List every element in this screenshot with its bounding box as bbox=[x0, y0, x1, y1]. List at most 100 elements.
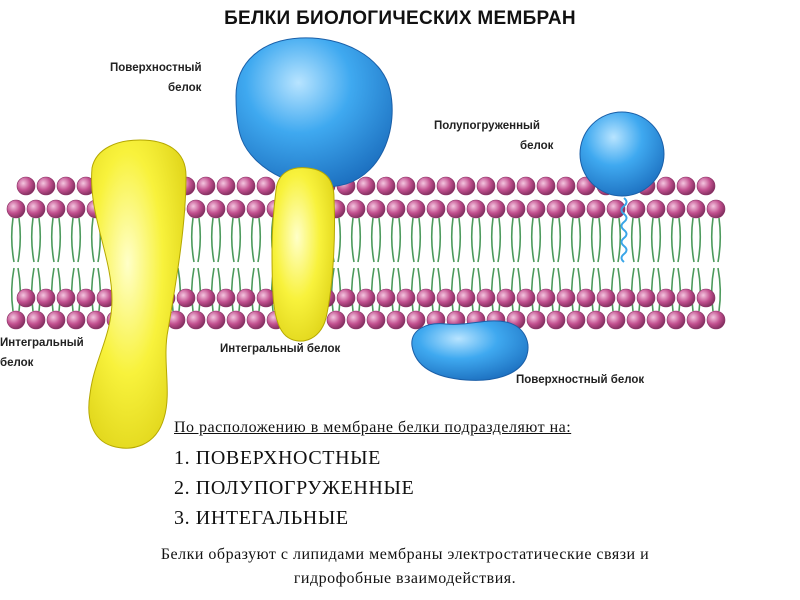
lipid-head bbox=[406, 310, 426, 330]
lipid-tail bbox=[30, 267, 35, 312]
lipid-tail bbox=[697, 267, 702, 312]
lipid-tail bbox=[597, 217, 602, 263]
lipid-head bbox=[626, 199, 646, 219]
lipid-head bbox=[356, 176, 376, 196]
label-line: белок bbox=[168, 82, 202, 94]
lipid-head bbox=[326, 310, 346, 330]
label-surface-protein-top: Поверхностный белок bbox=[110, 58, 202, 98]
lipid-head bbox=[446, 199, 466, 219]
lipid-tail bbox=[70, 217, 75, 263]
lipid-tail bbox=[470, 217, 475, 263]
lipid-tail bbox=[490, 267, 495, 312]
lipid-tail bbox=[590, 267, 595, 312]
lipid-head bbox=[626, 310, 646, 330]
lipid-head bbox=[336, 288, 356, 308]
lipid-tail bbox=[530, 267, 535, 312]
lipid-tail bbox=[530, 217, 535, 263]
lipid-tail bbox=[397, 217, 402, 263]
lipid-head bbox=[606, 199, 626, 219]
lipid-tail bbox=[450, 217, 455, 263]
lipid-head bbox=[706, 310, 726, 330]
lipid-tail bbox=[350, 217, 355, 263]
lipid-head bbox=[616, 288, 636, 308]
lipid-head bbox=[406, 199, 426, 219]
lipid-tail bbox=[370, 217, 375, 263]
lipid-head bbox=[566, 310, 586, 330]
lipid-head bbox=[476, 288, 496, 308]
lipid-tail bbox=[377, 217, 382, 263]
lipid-head bbox=[376, 176, 396, 196]
lipid-tail bbox=[657, 267, 662, 312]
lipid-head bbox=[516, 288, 536, 308]
lipid-tail bbox=[497, 217, 502, 263]
lipid-tail bbox=[637, 267, 642, 312]
lipid-tail bbox=[410, 267, 415, 312]
page-title: БЕЛКИ БИОЛОГИЧЕСКИХ МЕМБРАН bbox=[224, 8, 576, 29]
lipid-head bbox=[456, 176, 476, 196]
lipid-tail bbox=[77, 267, 82, 312]
lipid-head bbox=[256, 176, 276, 196]
classification-item-2: 2. ПОЛУПОГРУЖЕННЫЕ bbox=[174, 477, 415, 499]
lipid-head bbox=[416, 288, 436, 308]
lipid-tail bbox=[197, 267, 202, 312]
lipid-tail bbox=[650, 217, 655, 263]
lipid-head bbox=[586, 310, 606, 330]
lipid-tail bbox=[230, 217, 235, 263]
lipid-tail bbox=[90, 267, 95, 312]
lipid-tail bbox=[357, 217, 362, 263]
lipid-head bbox=[456, 288, 476, 308]
classification-block: По расположению в мембране белки подразд… bbox=[174, 413, 754, 533]
lipid-tail bbox=[430, 217, 435, 263]
lipid-head bbox=[556, 176, 576, 196]
lipid-tail bbox=[577, 267, 582, 312]
lipid-head bbox=[346, 310, 366, 330]
lipid-head bbox=[226, 310, 246, 330]
lipid-tail bbox=[210, 217, 215, 263]
label-line: Поверхностный bbox=[110, 62, 202, 74]
surface-protein-bottom bbox=[411, 320, 529, 381]
lipid-head bbox=[686, 310, 706, 330]
lipid-tail bbox=[357, 267, 362, 312]
lipid-head bbox=[6, 199, 26, 219]
lipid-tail bbox=[537, 217, 542, 263]
lipid-tail bbox=[570, 267, 575, 312]
label-line: Полупогруженный bbox=[434, 120, 540, 132]
lipid-tail bbox=[517, 267, 522, 312]
lipid-tail bbox=[617, 267, 622, 312]
lipid-tail bbox=[630, 217, 635, 263]
lipid-tail bbox=[657, 217, 662, 263]
lipid-head bbox=[36, 288, 56, 308]
lipid-head bbox=[476, 176, 496, 196]
lipid-head bbox=[36, 176, 56, 196]
lipid-tail bbox=[50, 267, 55, 312]
lipid-tail bbox=[457, 217, 462, 263]
lipid-tail bbox=[610, 217, 615, 263]
lipid-head bbox=[186, 310, 206, 330]
label-integral-protein-mid: Интегральный белок bbox=[220, 343, 341, 355]
lipid-tail bbox=[390, 217, 395, 263]
lipid-head bbox=[46, 310, 66, 330]
lipid-head bbox=[236, 288, 256, 308]
lipid-tail bbox=[37, 267, 42, 312]
lipid-tail bbox=[90, 217, 95, 263]
lipid-head bbox=[226, 199, 246, 219]
lipid-tail bbox=[250, 267, 255, 312]
lipid-head bbox=[656, 288, 676, 308]
lipid-head bbox=[556, 288, 576, 308]
lipid-tail bbox=[97, 267, 102, 312]
lipid-tail bbox=[257, 267, 262, 312]
lipid-head bbox=[596, 288, 616, 308]
lipid-tail bbox=[670, 217, 675, 263]
label-line: белок bbox=[0, 357, 34, 369]
label-line: белок bbox=[520, 140, 554, 152]
lipid-head bbox=[246, 199, 266, 219]
lipid-head bbox=[666, 199, 686, 219]
lipid-tail bbox=[217, 267, 222, 312]
lipid-head bbox=[416, 176, 436, 196]
lipid-head bbox=[386, 199, 406, 219]
lipid-head bbox=[576, 288, 596, 308]
lipid-tail bbox=[370, 267, 375, 312]
lipid-tail bbox=[437, 217, 442, 263]
